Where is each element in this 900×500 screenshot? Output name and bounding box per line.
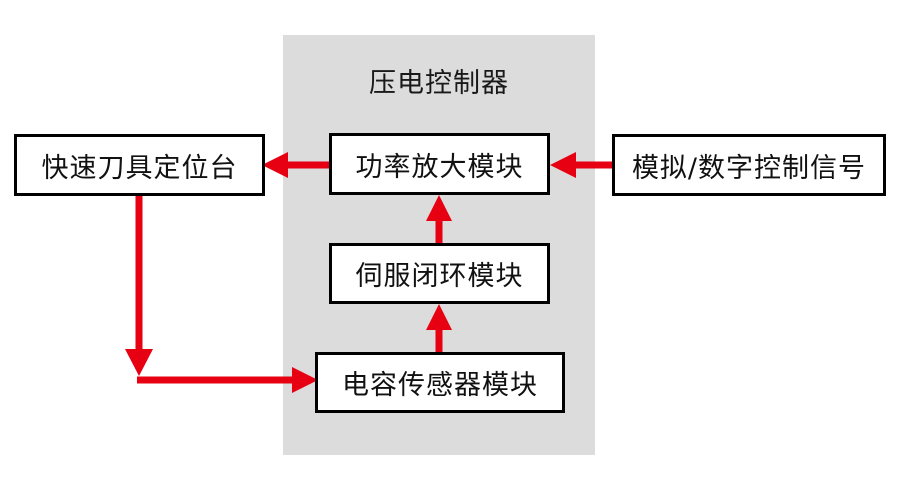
node-control-signal[interactable]: 模拟/数字控制信号 — [612, 134, 886, 196]
node-tool-stage-label: 快速刀具定位台 — [41, 152, 238, 184]
node-servo-loop-label: 伺服闭环模块 — [355, 261, 524, 292]
node-control-signal-label: 模拟/数字控制信号 — [631, 152, 867, 184]
node-servo-loop[interactable]: 伺服闭环模块 — [329, 243, 550, 304]
node-cap-sensor[interactable]: 电容传感器模块 — [315, 352, 565, 413]
node-tool-stage[interactable]: 快速刀具定位台 — [14, 134, 265, 196]
node-power-amp-label: 功率放大模块 — [355, 151, 524, 183]
panel-title: 压电控制器 — [369, 68, 509, 99]
node-power-amp[interactable]: 功率放大模块 — [329, 133, 550, 195]
node-cap-sensor-label: 电容传感器模块 — [342, 370, 538, 401]
